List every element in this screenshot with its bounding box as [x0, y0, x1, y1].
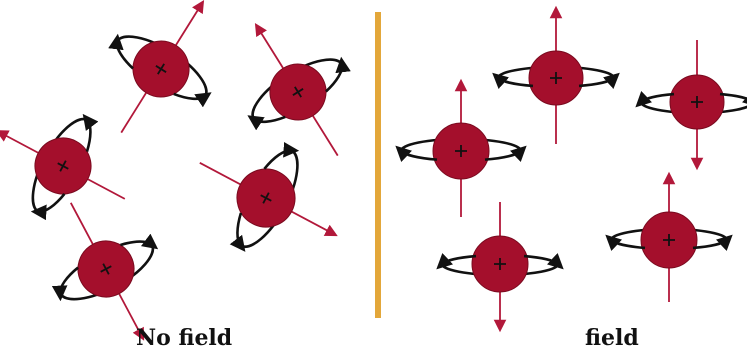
orbit-front-arrow-icon [485, 151, 521, 160]
left-spin-3 [0, 87, 149, 245]
left-spin-1 [77, 0, 245, 160]
orbit-front-arrow-icon [442, 256, 476, 264]
left-spin-2 [214, 1, 382, 183]
orbit-front-arrow-icon [611, 240, 645, 248]
orbit-front-arrow-icon [641, 94, 674, 102]
right-spin-4 [611, 178, 727, 302]
right-spin-2 [641, 40, 747, 164]
left-spin-4 [174, 115, 357, 281]
orbit-front-arrow-icon [579, 78, 614, 86]
right-spin-3 [401, 85, 521, 217]
right-spin-5 [442, 202, 558, 326]
orbit-front-arrow-icon [693, 240, 727, 248]
orbit-front-arrow-icon [401, 151, 437, 160]
field-caption: field [585, 326, 639, 350]
no-field-caption: No field [136, 326, 232, 350]
orbit-front-arrow-icon [498, 78, 533, 86]
orbit-front-arrow-icon [524, 256, 558, 264]
right-spin-1 [498, 12, 614, 144]
